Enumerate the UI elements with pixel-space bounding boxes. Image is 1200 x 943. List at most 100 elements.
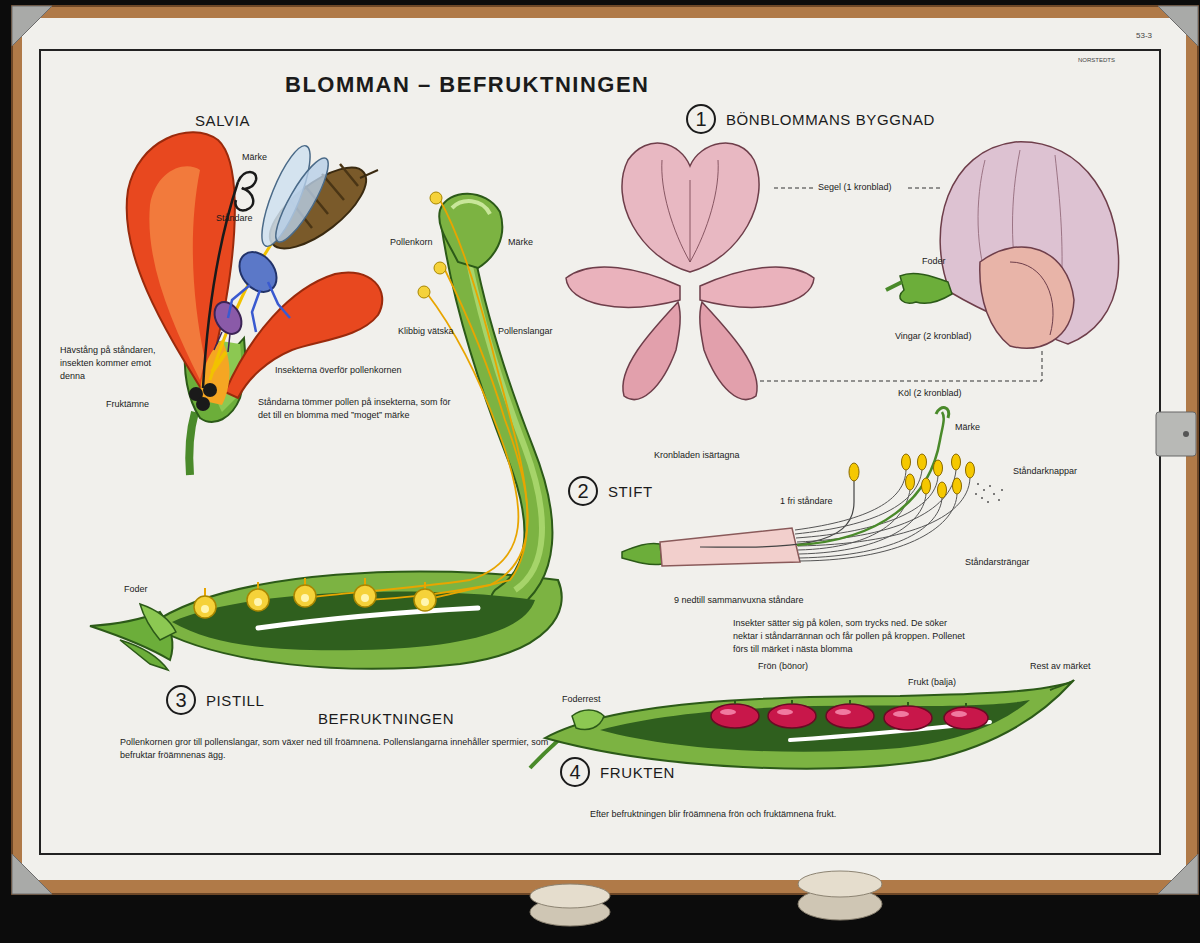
part-label: Segel (1 kronblad) [818, 181, 892, 194]
keel-petal [623, 302, 680, 399]
part-label: Pollenslangar [498, 325, 553, 338]
style-line [203, 182, 238, 388]
anther [952, 454, 961, 470]
numbered-section: 1BÖNBLOMMANS BYGGNAD [686, 104, 935, 134]
beans [711, 704, 988, 730]
lever-foot [212, 352, 226, 372]
section-heading: BEFRUKTNINGEN [318, 708, 454, 730]
calyx-sepal [140, 604, 176, 640]
bee-thorax [232, 245, 284, 299]
callout-number: 4 [560, 757, 590, 787]
section-heading: SALVIA [195, 110, 250, 132]
bean [826, 704, 874, 728]
corner-bracket [12, 6, 52, 46]
numbered-section: 4FRUKTEN [560, 757, 675, 787]
section-heading: BÖNBLOMMANS BYGGNAD [726, 111, 935, 128]
pollen-dot [981, 497, 983, 499]
pod-wall [545, 682, 1072, 769]
anther [906, 474, 915, 490]
keel-petal [700, 302, 757, 399]
note-text: Ståndarna tömmer pollen på insekterna, s… [258, 396, 458, 422]
pollen-tube [365, 268, 528, 600]
stigma-remnant [1050, 680, 1074, 690]
style-highlight [462, 222, 542, 590]
part-label: Ståndarsträngar [965, 556, 1030, 569]
bean-highlight [777, 709, 793, 715]
calyx-remnant [572, 710, 604, 730]
part-label: Märke [508, 236, 533, 249]
pollen-dot [983, 489, 985, 491]
part-label: Kronbladen isärtagna [654, 449, 740, 462]
bean-highlight [951, 711, 967, 717]
corner-bracket [1158, 6, 1198, 46]
wing-petal [980, 247, 1074, 348]
ovule [194, 596, 216, 618]
pollen-dot [998, 499, 1000, 501]
plate-number: 53-3 [1136, 30, 1152, 42]
ovary-lobe [196, 397, 210, 411]
anther [934, 460, 943, 476]
chart-paper [22, 18, 1186, 880]
cavity-line [258, 608, 478, 628]
standard-petal [622, 143, 759, 272]
part-label: Rest av märket [1030, 660, 1091, 673]
separated-petals [566, 143, 814, 399]
note-text: Pollenkornen gror till pollenslangar, so… [120, 736, 550, 762]
stigma [439, 194, 502, 268]
anther [922, 478, 931, 494]
stigma-hook [235, 172, 256, 210]
bean-pod [530, 680, 1074, 769]
part-label: Ståndarknappar [1013, 465, 1077, 478]
stamen-column [622, 408, 1003, 566]
stigma [936, 408, 949, 418]
bean-highlight [893, 711, 909, 717]
ovule [414, 589, 436, 611]
lower-lip-petal [225, 272, 382, 398]
pollen-dust [975, 483, 1003, 503]
wooden-frame [12, 6, 1198, 894]
part-label: 1 fri ståndare [780, 495, 833, 508]
pistil [90, 192, 562, 670]
note-text: Insekter sätter sig på kölen, som trycks… [733, 617, 973, 656]
bee-antennae [214, 332, 230, 352]
calyx-sepal [120, 640, 168, 670]
note-text: Hävstång på ståndaren, insekten kommer e… [60, 344, 172, 383]
flower-stalk [886, 282, 902, 290]
ovary-lobe [203, 383, 217, 397]
pollen-tube [305, 292, 518, 598]
ovule [354, 585, 376, 607]
pollen-dot [975, 493, 977, 495]
part-label: Pollenkorn [390, 236, 433, 249]
anther [953, 478, 962, 494]
whole-bean-flower [886, 142, 1119, 348]
bean [711, 704, 759, 728]
bee-wing [268, 152, 337, 247]
bean-highlight [835, 709, 851, 715]
ovules [194, 578, 436, 618]
bee-legs [228, 282, 290, 332]
bean-highlight [720, 709, 736, 715]
pollen-dot [993, 493, 995, 495]
ovule [294, 585, 316, 607]
part-label: Foder [124, 583, 148, 596]
leader-line [760, 350, 1042, 381]
part-label: Ståndare [216, 212, 253, 225]
pollen-grain [418, 286, 430, 298]
publisher-mark: NORSTEDTS [1078, 56, 1115, 65]
filaments [795, 470, 970, 561]
part-label: Foder [922, 255, 946, 268]
bee [209, 141, 378, 352]
ovule-egg [201, 605, 209, 613]
section-heading: PISTILL [206, 692, 264, 709]
part-label: 9 nedtill sammanvuxna ståndare [674, 594, 804, 607]
ovule-egg [361, 594, 369, 602]
callout-number: 2 [568, 476, 598, 506]
part-label: Märke [955, 421, 980, 434]
ovule-egg [254, 598, 262, 606]
bean [768, 704, 816, 728]
anther [902, 454, 911, 470]
salvia-flower [127, 132, 383, 475]
corner-bracket [12, 854, 52, 894]
pollen-dot [977, 483, 979, 485]
